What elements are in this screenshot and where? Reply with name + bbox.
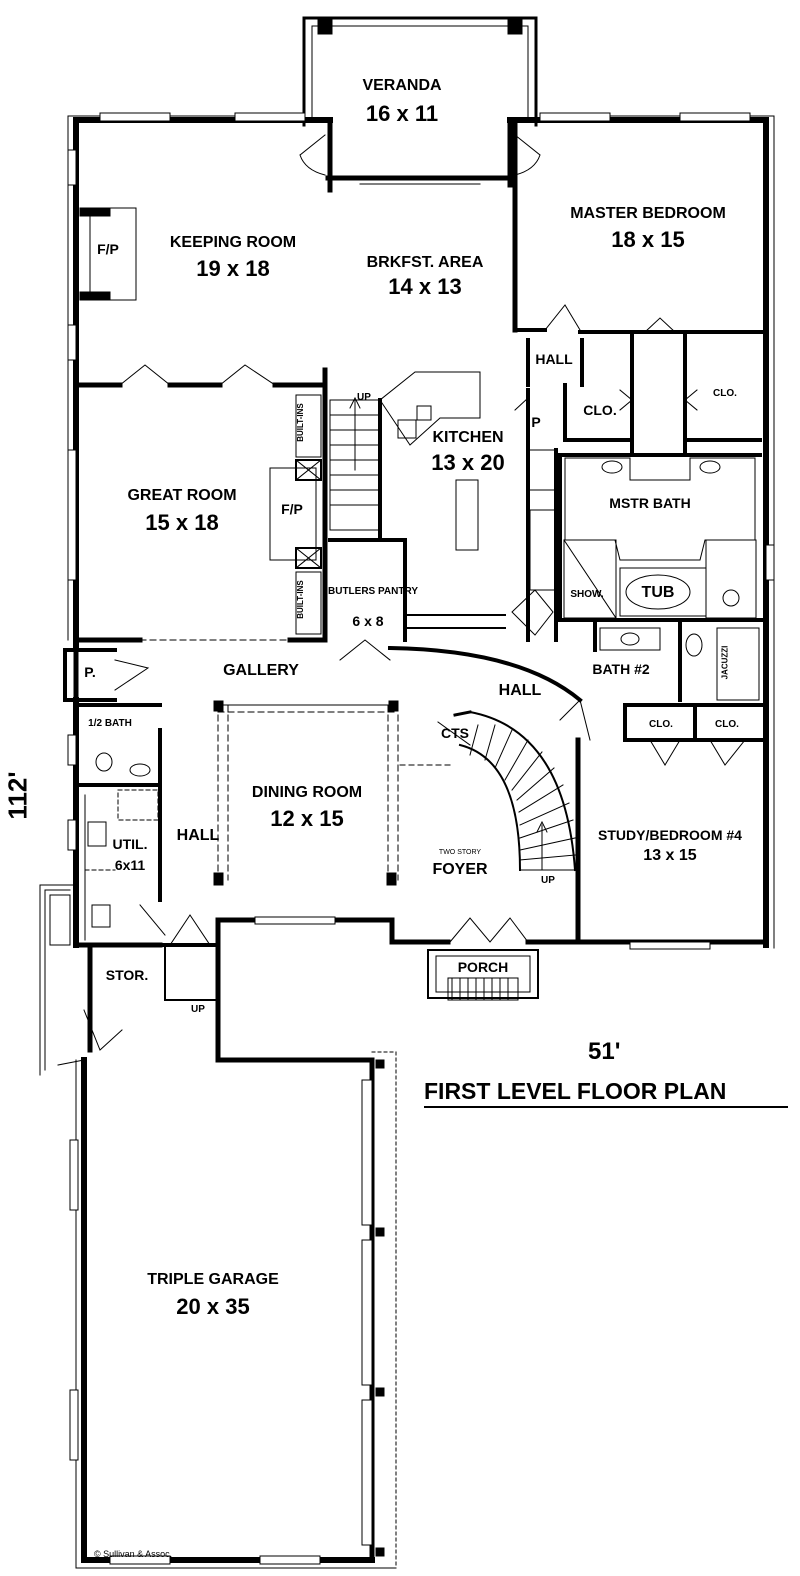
up-label-kitchen-stair: UP — [357, 392, 371, 403]
foyer-name: FOYER — [432, 861, 488, 878]
storage-name: STOR. — [105, 967, 149, 983]
curved-staircase — [387, 645, 583, 872]
breakfast-area-name: BRKFST. AREA — [366, 254, 484, 271]
garage-name: TRIPLE GARAGE — [147, 1271, 279, 1288]
garage-size: 20 x 35 — [176, 1294, 250, 1319]
dining-room-size: 12 x 15 — [270, 806, 344, 831]
porch-name: PORCH — [457, 959, 509, 975]
tub-label: TUB — [641, 584, 675, 601]
title-underline — [424, 1106, 788, 1108]
butlers-pantry-name: BUTLERS PANTRY — [328, 586, 418, 597]
built-ins-lower: BUILT-INS — [295, 580, 305, 619]
plan-title: FIRST LEVEL FLOOR PLAN — [424, 1078, 727, 1104]
closet-bath2-right: CLO. — [715, 719, 739, 730]
utility-name: UTIL. — [112, 836, 148, 852]
hall-label-master: HALL — [535, 351, 573, 367]
porch-structure — [427, 949, 539, 1001]
kitchen-counters — [379, 371, 557, 636]
study-name: STUDY/BEDROOM #4 — [598, 827, 742, 843]
gallery-label: GALLERY — [223, 662, 299, 679]
built-ins-upper: BUILT-INS — [295, 403, 305, 442]
great-room-name: GREAT ROOM — [127, 487, 237, 504]
cts-label: CTS — [441, 725, 469, 741]
master-bedroom-size: 18 x 15 — [611, 227, 685, 252]
windows — [67, 112, 775, 950]
breakfast-area-size: 14 x 13 — [388, 274, 462, 299]
utility-size: 6x11 — [114, 857, 146, 873]
kitchen-size: 13 x 20 — [431, 450, 505, 475]
veranda-structure — [302, 16, 538, 185]
half-bath-fixtures — [84, 752, 159, 928]
keeping-room-name: KEEPING ROOM — [169, 234, 297, 251]
dining-columns — [213, 700, 399, 886]
shower-label: SHOW. — [570, 589, 604, 600]
kitchen-staircase — [329, 396, 382, 542]
closet-label-right: CLO. — [713, 388, 737, 399]
depth-dimension: 112' — [2, 771, 33, 820]
pantry-label: P — [531, 414, 541, 430]
keeping-fireplace-label: F/P — [97, 241, 119, 257]
foyer-note: TWO STORY — [438, 849, 482, 856]
width-dimension: 51' — [588, 1038, 621, 1065]
kitchen-name: KITCHEN — [432, 429, 504, 446]
master-bedroom-name: MASTER BEDROOM — [570, 205, 726, 222]
hall-label-util: HALL — [176, 827, 220, 844]
up-label-storage: UP — [191, 1004, 205, 1015]
up-label-foyer: UP — [541, 875, 555, 886]
jacuzzi-label: JACUZZI — [720, 645, 730, 680]
keeping-room-size: 19 x 18 — [196, 256, 270, 281]
great-fireplace-label: F/P — [281, 501, 303, 517]
great-room-size: 15 x 18 — [145, 510, 219, 535]
study-size: 13 x 15 — [643, 847, 697, 864]
half-bath-name: 1/2 BATH — [88, 718, 132, 729]
copyright-notice: © Sullivan & Assoc. — [94, 1549, 173, 1559]
garage-structure — [39, 884, 397, 1569]
pantry-gallery-label: P. — [84, 664, 96, 680]
closet-bath2-left: CLO. — [649, 719, 673, 730]
veranda-size: 16 x 11 — [365, 101, 439, 126]
master-bath-name: MSTR BATH — [609, 495, 691, 511]
closet-label-left: CLO. — [583, 402, 617, 418]
fireplaces — [79, 207, 322, 635]
butlers-pantry-size: 6 x 8 — [352, 613, 384, 629]
interior-walls — [63, 117, 768, 1053]
veranda-name: VERANDA — [362, 77, 442, 94]
doors — [83, 134, 746, 1051]
hall-label-foyer: HALL — [498, 682, 542, 699]
bath2-name: BATH #2 — [592, 661, 650, 677]
master-bath-fixtures — [563, 457, 760, 701]
dining-room-name: DINING ROOM — [251, 784, 363, 801]
